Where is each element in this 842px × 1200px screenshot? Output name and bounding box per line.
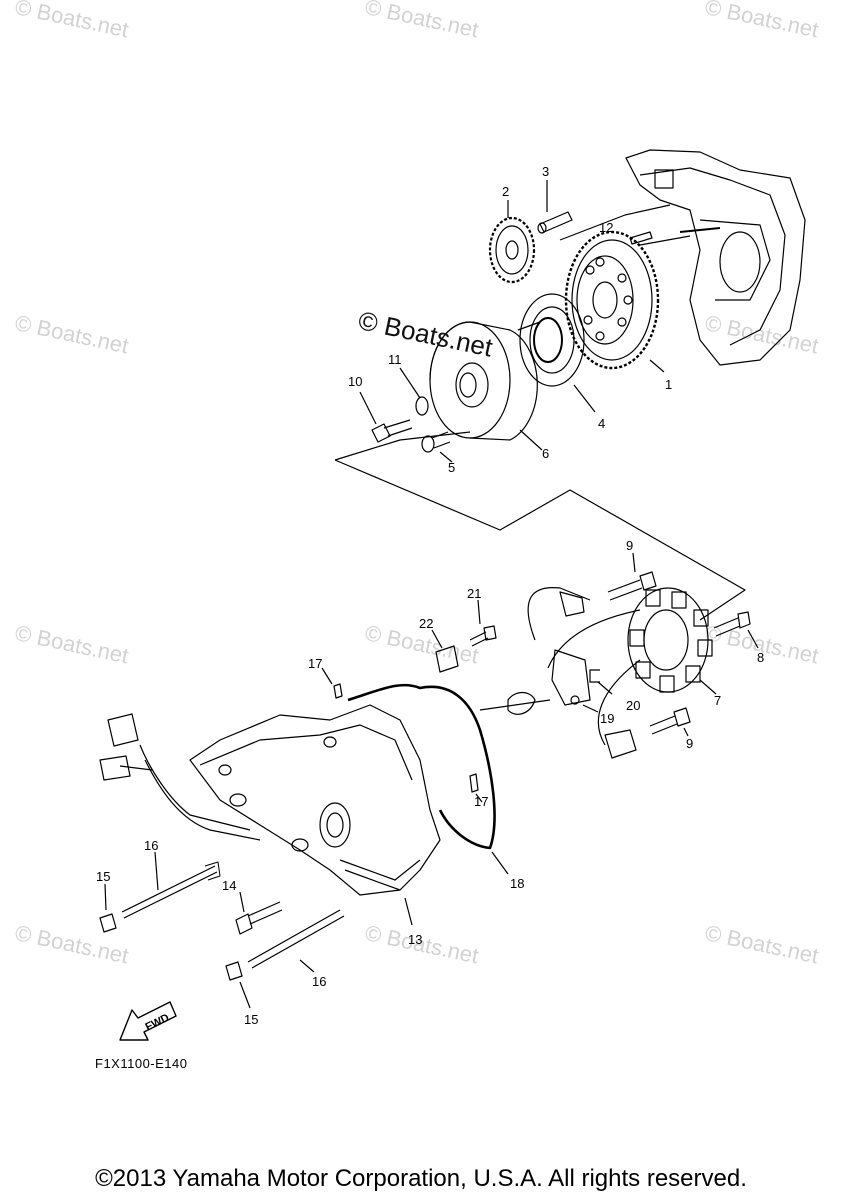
leader-line	[639, 235, 691, 246]
callout-17: 17	[308, 656, 322, 671]
callout-19: 19	[600, 711, 614, 726]
callout-5: 5	[448, 460, 455, 475]
callout-9-lower: 9	[686, 736, 693, 751]
part-2-gear	[488, 200, 536, 284]
callout-15-lower: 15	[244, 1012, 258, 1027]
part-10-bolt	[359, 391, 413, 443]
callout-2: 2	[502, 184, 509, 199]
part-22-clamp	[431, 629, 459, 673]
callout-16: 16	[144, 838, 158, 853]
callout-16-lower: 16	[312, 974, 326, 989]
callout-13: 13	[408, 932, 422, 947]
copyright-text: ©2013 Yamaha Motor Corporation, U.S.A. A…	[95, 1165, 747, 1192]
callout-15: 15	[96, 869, 110, 884]
diagram-code: F1X1100-E140	[95, 1056, 188, 1071]
callout-10: 10	[348, 374, 362, 389]
callout-6: 6	[542, 446, 549, 461]
part-7-stator	[627, 587, 717, 695]
part-17-dowel	[321, 667, 483, 803]
part-16-stud	[121, 851, 221, 919]
callout-9: 9	[626, 538, 633, 553]
part-20-screw	[589, 669, 613, 695]
wire-harness	[99, 713, 261, 841]
part-9-bolt-lower	[649, 707, 691, 737]
fwd-arrow	[119, 1001, 177, 1041]
part-8-bolt	[713, 611, 759, 649]
callout-21: 21	[467, 586, 481, 601]
callout-14: 14	[222, 878, 236, 893]
callout-3: 3	[542, 164, 549, 179]
part-3-pin	[537, 180, 573, 234]
callout-12: 12	[599, 220, 613, 235]
callout-22: 22	[419, 616, 433, 631]
callout-18: 18	[510, 876, 524, 891]
callout-7: 7	[714, 693, 721, 708]
part-12-key	[629, 231, 653, 245]
part-14-bolt	[235, 891, 283, 935]
leader-line	[559, 204, 671, 241]
leader-line	[491, 851, 509, 875]
part-4-clutch	[517, 293, 596, 413]
stator-wire	[547, 609, 641, 746]
callout-8: 8	[757, 650, 764, 665]
part-13-cover	[189, 704, 441, 926]
part-11-washer	[399, 367, 429, 416]
part-15-nut-lower	[225, 961, 251, 1009]
engine-case	[625, 149, 806, 366]
callout-11: 11	[388, 352, 402, 367]
part-19-pickup	[551, 649, 599, 713]
part-9-bolt	[607, 552, 657, 601]
fwd-label: FWD	[143, 1012, 171, 1034]
part-15-nut	[99, 883, 117, 933]
assembly-outline	[334, 431, 746, 621]
stator-wire	[527, 587, 591, 641]
callout-1: 1	[665, 377, 672, 392]
part-18-gasket	[347, 683, 496, 850]
part-16-stud-lower	[247, 909, 345, 973]
callout-4: 4	[598, 416, 605, 431]
callout-17-lower: 17	[474, 794, 488, 809]
part-6-rotor	[429, 321, 543, 451]
part-21-bolt	[469, 599, 497, 647]
part-1-gear	[564, 230, 665, 373]
callout-20: 20	[626, 698, 640, 713]
